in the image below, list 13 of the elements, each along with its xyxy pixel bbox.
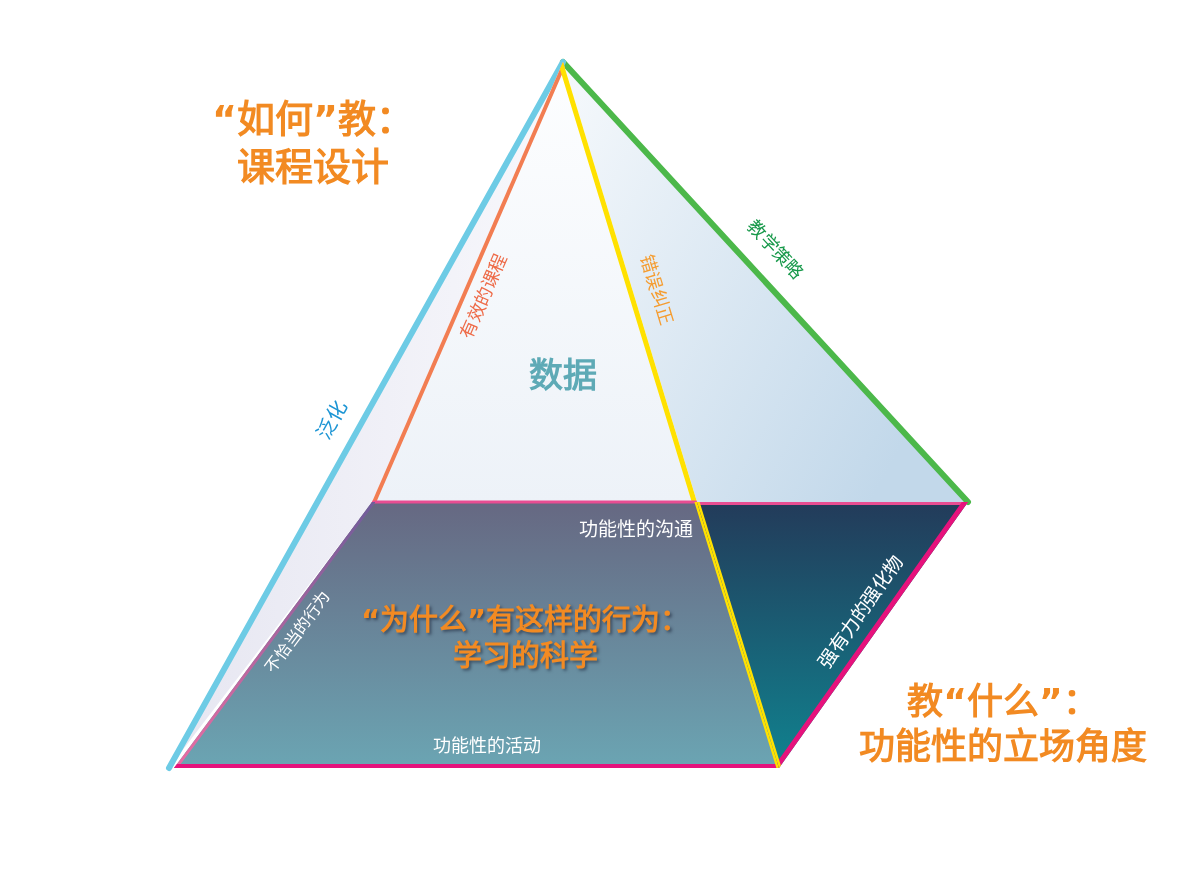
slanted-label: 强有力的强化物 xyxy=(812,550,909,674)
slanted-label: 有效的课程 xyxy=(455,250,512,342)
face-label: 数据 xyxy=(529,353,597,397)
slanted-label: 泛化 xyxy=(311,396,353,444)
slanted-label: 错误纠正 xyxy=(635,252,678,328)
base-side-face xyxy=(696,501,969,769)
face-label: 功能性的活动 xyxy=(433,734,541,758)
slanted-label: 不恰当的行为 xyxy=(261,587,335,677)
section-heading: 教“什么”：功能性的立场角度 xyxy=(858,680,1148,769)
section-heading: “为什么”有这样的行为：学习的科学 xyxy=(359,601,691,675)
section-heading: “如何”教：课程设计 xyxy=(211,95,415,190)
face-label: 功能性的沟通 xyxy=(579,518,693,542)
slanted-label: 教学策略 xyxy=(742,215,808,285)
